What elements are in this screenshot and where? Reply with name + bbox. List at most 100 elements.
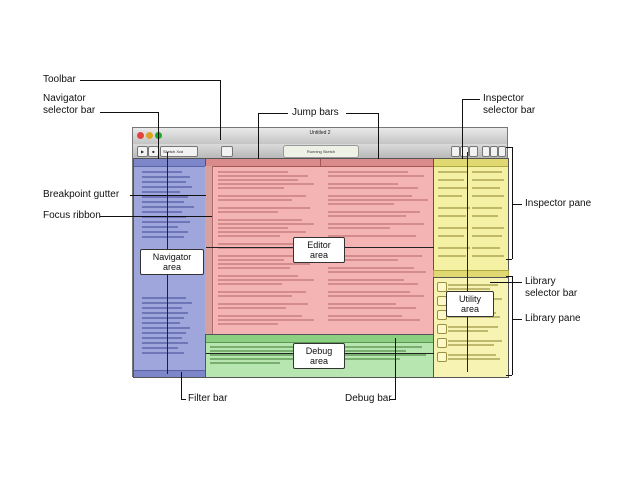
inspector-row — [438, 255, 466, 257]
run-button[interactable]: ▶ — [137, 146, 148, 157]
list-item[interactable] — [142, 347, 178, 349]
list-item[interactable] — [142, 322, 180, 324]
library-pane-leader — [512, 319, 522, 320]
inspector-row — [472, 179, 504, 181]
code-line — [218, 195, 306, 197]
code-line — [328, 279, 404, 281]
minimize-window-button[interactable] — [146, 132, 153, 139]
list-item[interactable] — [142, 171, 182, 173]
list-item[interactable] — [142, 317, 184, 319]
code-line — [218, 235, 280, 237]
list-item[interactable] — [142, 216, 186, 218]
inspector-selector-bar-callout: Inspector selector bar — [483, 93, 536, 116]
breakpoints-button[interactable] — [221, 146, 233, 157]
code-line — [218, 267, 290, 269]
code-line — [218, 275, 298, 277]
inspector-selector-leader — [462, 99, 480, 100]
navigator-filter-bar[interactable] — [134, 370, 206, 377]
console-line — [326, 350, 406, 352]
library-pane[interactable] — [433, 277, 509, 378]
code-line — [218, 175, 308, 177]
code-line — [218, 263, 310, 265]
code-line — [328, 195, 412, 197]
inspector-row — [438, 171, 468, 173]
debug-bar[interactable] — [206, 335, 434, 343]
inspector-row — [472, 235, 502, 237]
inspector-row — [472, 207, 502, 209]
inspector-pane[interactable] — [433, 158, 509, 272]
console-line — [210, 354, 294, 356]
inspector-row — [438, 187, 468, 189]
editor-assistant-button[interactable] — [460, 146, 469, 157]
list-item[interactable] — [142, 312, 188, 314]
list-item[interactable] — [142, 181, 186, 183]
debug-bar-leader — [390, 399, 396, 400]
inspector-pane-leader — [512, 204, 522, 205]
list-item[interactable] — [142, 332, 186, 334]
code-line — [218, 259, 284, 261]
library-item-text — [448, 344, 494, 346]
code-line — [328, 295, 424, 297]
library-item-text — [448, 330, 488, 332]
code-line — [328, 267, 414, 269]
library-item-icon[interactable] — [437, 282, 447, 292]
list-item[interactable] — [142, 226, 178, 228]
editor-standard-button[interactable] — [451, 146, 460, 157]
list-item[interactable] — [142, 191, 180, 193]
library-pane-callout: Library pane — [525, 313, 581, 324]
navigator-selector-bar[interactable] — [134, 159, 206, 167]
code-line — [218, 231, 306, 233]
inspector-row — [472, 227, 504, 229]
code-line — [218, 207, 310, 209]
list-item[interactable] — [142, 206, 194, 208]
inspector-row — [438, 215, 466, 217]
library-item-icon[interactable] — [437, 338, 447, 348]
code-line — [328, 303, 396, 305]
utility-arrow — [467, 152, 468, 372]
inspector-row — [472, 195, 504, 197]
toolbar-leader-v — [220, 80, 221, 140]
list-item[interactable] — [142, 236, 184, 238]
list-item[interactable] — [142, 342, 188, 344]
list-item[interactable] — [142, 307, 182, 309]
list-item[interactable] — [142, 201, 184, 203]
library-item-icon[interactable] — [437, 324, 447, 334]
list-item[interactable] — [142, 297, 186, 299]
list-item[interactable] — [142, 176, 190, 178]
jump-bars-leader-right-v — [378, 113, 379, 159]
view-debug-button[interactable] — [490, 146, 498, 157]
list-item[interactable] — [142, 352, 184, 354]
inspector-pane-callout: Inspector pane — [525, 198, 592, 209]
list-item[interactable] — [142, 221, 190, 223]
code-line — [328, 307, 416, 309]
jump-bar-assistant[interactable] — [320, 159, 434, 167]
editor-version-button[interactable] — [469, 146, 478, 157]
inspector-row — [472, 187, 500, 189]
code-line — [328, 183, 398, 185]
code-line — [328, 319, 420, 321]
inspector-row — [438, 247, 470, 249]
jump-bars-leader-left — [258, 113, 288, 114]
list-item[interactable] — [142, 196, 188, 198]
code-line — [218, 243, 312, 245]
library-item-text — [448, 358, 500, 360]
code-line — [218, 279, 314, 281]
library-item-text — [448, 340, 502, 342]
jump-bar-primary[interactable] — [206, 159, 320, 167]
library-item-icon[interactable] — [437, 352, 447, 362]
code-line — [218, 199, 292, 201]
code-line — [218, 179, 298, 181]
library-selector-bar-callout: Library selector bar — [525, 276, 578, 299]
list-item[interactable] — [142, 231, 188, 233]
debug-bar-leader-v — [395, 338, 396, 399]
list-item[interactable] — [142, 327, 190, 329]
scheme-popup[interactable]: Sketch Xcd — [160, 146, 198, 157]
list-item[interactable] — [142, 337, 182, 339]
inspector-selector-bar[interactable] — [434, 159, 508, 167]
editor-area-label: Editor area — [293, 237, 345, 263]
view-utility-button[interactable] — [498, 146, 506, 157]
close-window-button[interactable] — [137, 132, 144, 139]
view-navigator-button[interactable] — [482, 146, 490, 157]
list-item[interactable] — [142, 211, 182, 213]
breakpoint-gutter[interactable] — [205, 166, 213, 334]
